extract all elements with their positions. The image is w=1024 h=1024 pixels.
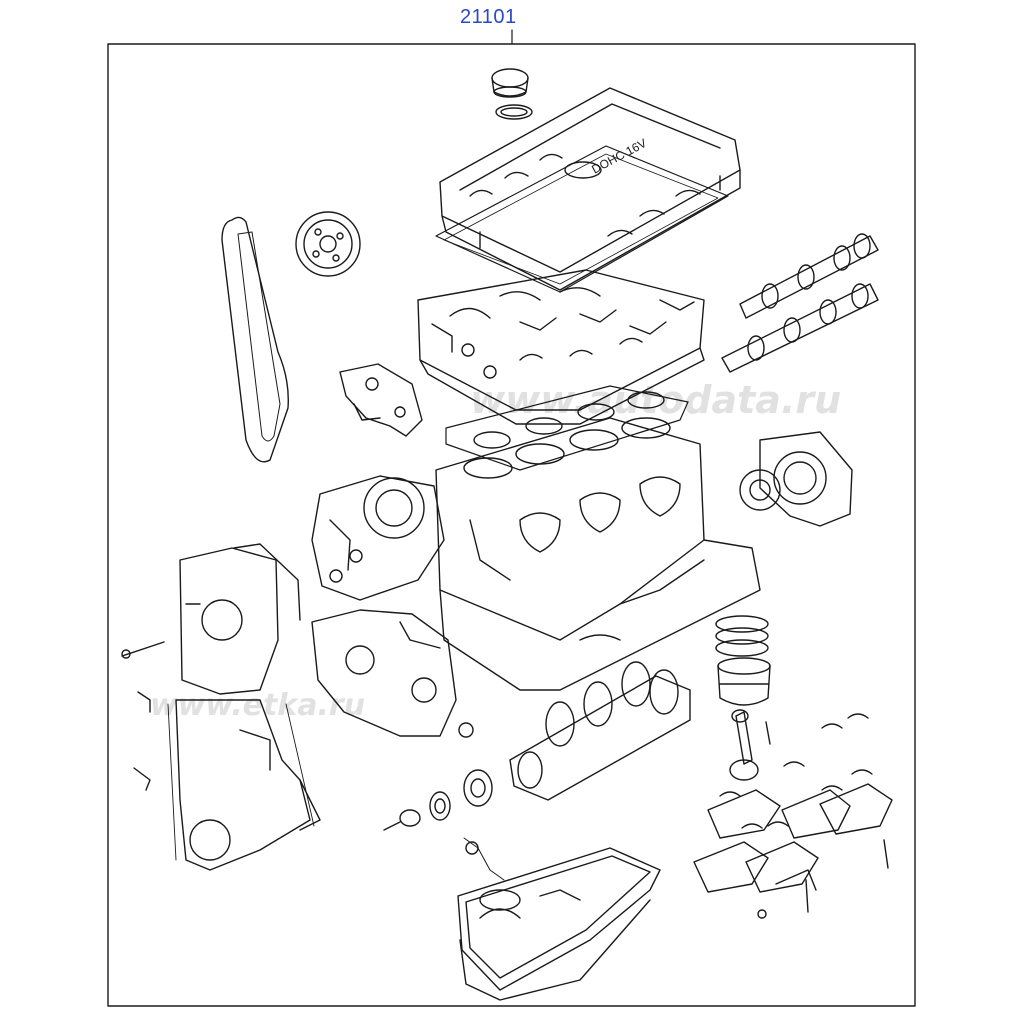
oil-strainer [479,889,521,911]
part-number-label: 21101 [460,6,517,28]
main-bearing-caps [693,783,893,893]
exhaust-camshaft [721,283,879,373]
diagram-frame [107,43,916,1007]
crank-pulley [429,791,451,821]
crankshaft [509,661,691,801]
oil-pan [457,847,661,1001]
crank-sprocket [463,769,493,807]
oil-pump [311,475,445,601]
valve-cover [439,87,741,291]
front-case [311,609,474,738]
piston-rings [715,615,769,657]
upper-timing-cover [179,543,301,695]
timing-belt [221,216,289,463]
timing-cover-gasket [167,703,315,861]
piston [717,657,771,706]
cylinder-block [435,417,761,691]
oil-filler-o-ring [495,104,533,120]
camshaft-sprocket [295,211,361,277]
intake-camshaft [739,233,879,319]
lower-timing-cover [175,699,321,871]
retainer-clip-lower [133,767,151,791]
valve-cover-lettering: DOHC 16V [589,136,649,177]
connecting-rod [729,709,771,781]
head-gasket [445,385,689,471]
valve-cover-gasket [435,145,729,293]
bearing-shells [719,713,873,829]
retainer-clip-left [137,691,151,713]
thermostat-housing [339,363,423,437]
oil-pan-gasket [463,837,505,881]
oil-filler-cap [491,68,529,98]
rear-seal-retainer [739,431,853,527]
timing-cover-bolt [121,641,165,659]
crank-bolt-washer [383,809,421,831]
cylinder-head [417,269,705,425]
main-cap-bolts [757,839,889,919]
